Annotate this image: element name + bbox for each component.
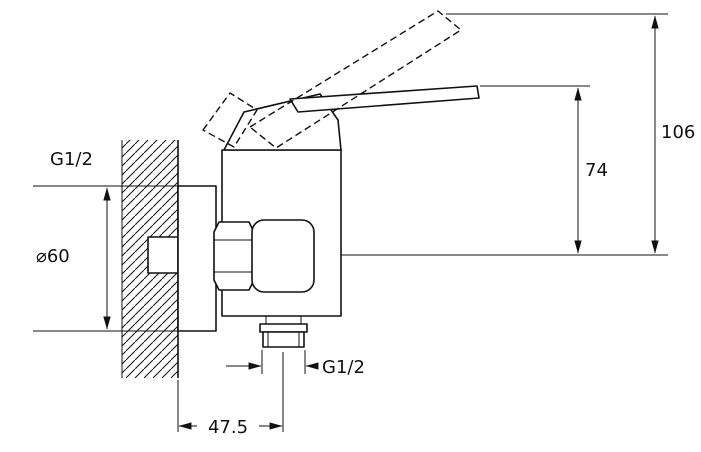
dimension-overall-height: 106 <box>446 13 695 254</box>
hose-connector <box>251 219 315 293</box>
dimension-inlet-thread: G1/2 <box>33 149 214 187</box>
dimension-escutcheon-diameter: ⌀60 <box>33 187 178 332</box>
label-inlet-thread: G1/2 <box>50 149 93 170</box>
dimension-outlet-thread: G1/2 <box>226 350 365 378</box>
lever-handle-raised-dashed <box>202 10 462 149</box>
dimension-lever-height: 74 <box>480 85 608 254</box>
label-overall-height: 106 <box>661 122 695 143</box>
lever-handle <box>223 85 480 151</box>
label-lever-height: 74 <box>585 160 608 181</box>
outlet-fitting <box>259 316 308 348</box>
label-escutcheon-diameter: ⌀60 <box>36 246 70 267</box>
dimension-outlet-offset: 47.5 <box>177 352 284 438</box>
mounting-nut <box>213 221 255 291</box>
label-outlet-offset: 47.5 <box>208 417 248 438</box>
escutcheon-flange <box>177 185 217 332</box>
label-outlet-thread: G1/2 <box>322 357 365 378</box>
inlet-nipple <box>147 236 179 274</box>
